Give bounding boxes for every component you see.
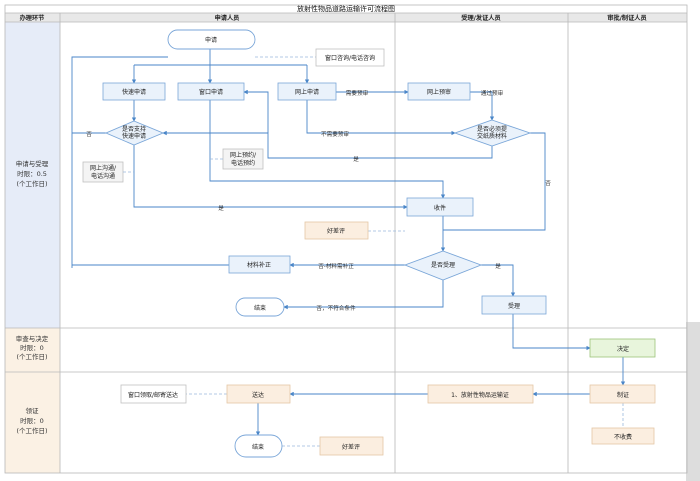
node-decide: 决定: [589, 338, 656, 358]
node-review-good-1-label: 好差评: [327, 227, 345, 235]
stage-label-3: 领证 时限：0 (个工作日): [16, 406, 47, 435]
node-online-reserve-line1: 网上预约/: [230, 151, 257, 159]
node-send-label: 送达: [252, 391, 264, 399]
column-header-acceptor: 受理/发证人员: [461, 14, 500, 22]
node-online-precheck: 网上预审: [407, 82, 471, 101]
stage-label-1-name: 申请与受理: [16, 159, 49, 168]
stage-label-3-limit: 时限：0: [20, 416, 44, 425]
node-online-reserve: 网上预约/ 电话预约: [222, 148, 264, 170]
node-accept-check-label: 是否受理: [431, 261, 455, 269]
column-header-approver: 审批/制证人员: [607, 14, 646, 22]
stage-label-2-unit: (个工作日): [16, 352, 47, 361]
edge-label-yes-fast: 是: [218, 205, 224, 212]
edge-label-need-precheck: 需要预审: [346, 89, 369, 97]
node-online-apply-label: 网上申请: [295, 88, 319, 96]
stage-label-2-limit: 时限：0: [20, 343, 44, 352]
node-consult: 窗口咨询/电话咨询: [315, 48, 385, 67]
node-accept: 受理: [481, 295, 547, 315]
stage-label-2: 审查与决定 时限：0 (个工作日): [16, 334, 49, 361]
node-material-check-line1: 是否必须提: [477, 125, 507, 133]
flow-connectors: [71, 49, 626, 447]
node-accept-check-decision: 是否受理: [403, 250, 483, 281]
stage-cell-1-bg: [5, 21, 60, 328]
node-not-issue: 不收费: [591, 427, 655, 445]
node-pickup: 窗口领取/邮寄送达: [120, 384, 187, 404]
node-end-2: 结束: [234, 434, 283, 458]
stage-cell-2-bg: [5, 328, 60, 372]
node-receive-label: 收件: [434, 204, 446, 212]
diagram-title: 放射性物品道路运输许可流程图: [297, 4, 395, 13]
stage-label-3-name: 领证: [26, 406, 40, 415]
node-receive: 收件: [406, 197, 474, 217]
node-review-good-2-label: 好差评: [342, 443, 360, 451]
edge-label-reject: 否，不符合条件: [316, 304, 356, 312]
node-supplement-label: 材料补正: [247, 261, 271, 269]
edge-label-no-material: 否: [545, 180, 551, 187]
node-material-check-line2: 交纸质材料: [477, 132, 507, 140]
stage-label-1-limit: 时限：0.5: [17, 169, 47, 178]
node-material-check-decision: 是否必须提 交纸质材料: [453, 119, 532, 147]
column-header-stage: 办理环节: [20, 14, 45, 22]
node-fast-check-line2: 快速申请: [122, 132, 146, 140]
node-fast-check-line1: 是否支持: [122, 125, 146, 133]
edge-label-yes-accept: 是: [495, 263, 501, 270]
stage-label-1-unit: (个工作日): [16, 179, 47, 188]
node-send: 送达: [226, 384, 291, 404]
node-not-issue-label: 不收费: [614, 433, 632, 441]
node-fast-apply-label: 快速申请: [122, 88, 146, 96]
node-online-reserve-line2: 电话预约: [231, 159, 255, 167]
node-online-comm: 网上沟通/ 电话沟通: [82, 161, 124, 183]
stage-label-2-name: 审查与决定: [16, 334, 49, 343]
edge-label-yes-material: 是: [353, 156, 359, 163]
stage-label-3-unit: (个工作日): [16, 426, 47, 435]
stage-cell-3-bg: [5, 372, 60, 473]
node-end-2-label: 结束: [252, 443, 264, 451]
edge-label-precheck-pass: 通过预审: [481, 89, 504, 97]
header-row-bg: [5, 13, 687, 22]
stage-label-1: 申请与受理 时限：0.5 (个工作日): [16, 159, 49, 188]
node-online-apply: 网上申请: [277, 82, 337, 101]
node-end-1-label: 结束: [254, 304, 266, 312]
node-accept-label: 受理: [508, 302, 520, 310]
node-supplement: 材料补正: [228, 255, 291, 274]
node-review-good-1: 好差评: [304, 221, 369, 240]
node-consult-label: 窗口咨询/电话咨询: [325, 54, 375, 62]
column-header-applicant: 申请人员: [215, 14, 240, 22]
node-certify-label: 制证: [617, 391, 629, 399]
node-window-apply: 窗口申请: [177, 82, 245, 101]
edge-label-no-precheck: 不需要预审: [321, 130, 349, 138]
node-issue-cert: 1、放射性物品运输证: [427, 384, 534, 404]
node-online-comm-line2: 电话沟通: [91, 172, 115, 180]
table-grid: [4, 4, 688, 474]
node-fast-apply: 快速申请: [102, 82, 166, 101]
node-review-good-2: 好差评: [319, 436, 384, 456]
node-end-1: 结束: [235, 297, 285, 317]
node-apply-start: 申请: [167, 29, 256, 50]
node-online-comm-line1: 网上沟通/: [90, 164, 117, 172]
node-online-precheck-label: 网上预审: [427, 88, 451, 96]
node-issue-cert-label: 1、放射性物品运输证: [451, 391, 509, 399]
node-fast-check-decision: 是否支持 快速申请: [104, 120, 165, 146]
node-pickup-label: 窗口领取/邮寄送达: [128, 391, 178, 399]
edge-label-need-supplement: 否-材料需补正: [318, 262, 354, 270]
node-decide-label: 决定: [617, 345, 629, 353]
node-window-apply-label: 窗口申请: [199, 88, 223, 96]
node-apply-label: 申请: [205, 36, 217, 44]
edge-label-no: 否: [86, 131, 92, 138]
node-certify: 制证: [589, 384, 656, 404]
